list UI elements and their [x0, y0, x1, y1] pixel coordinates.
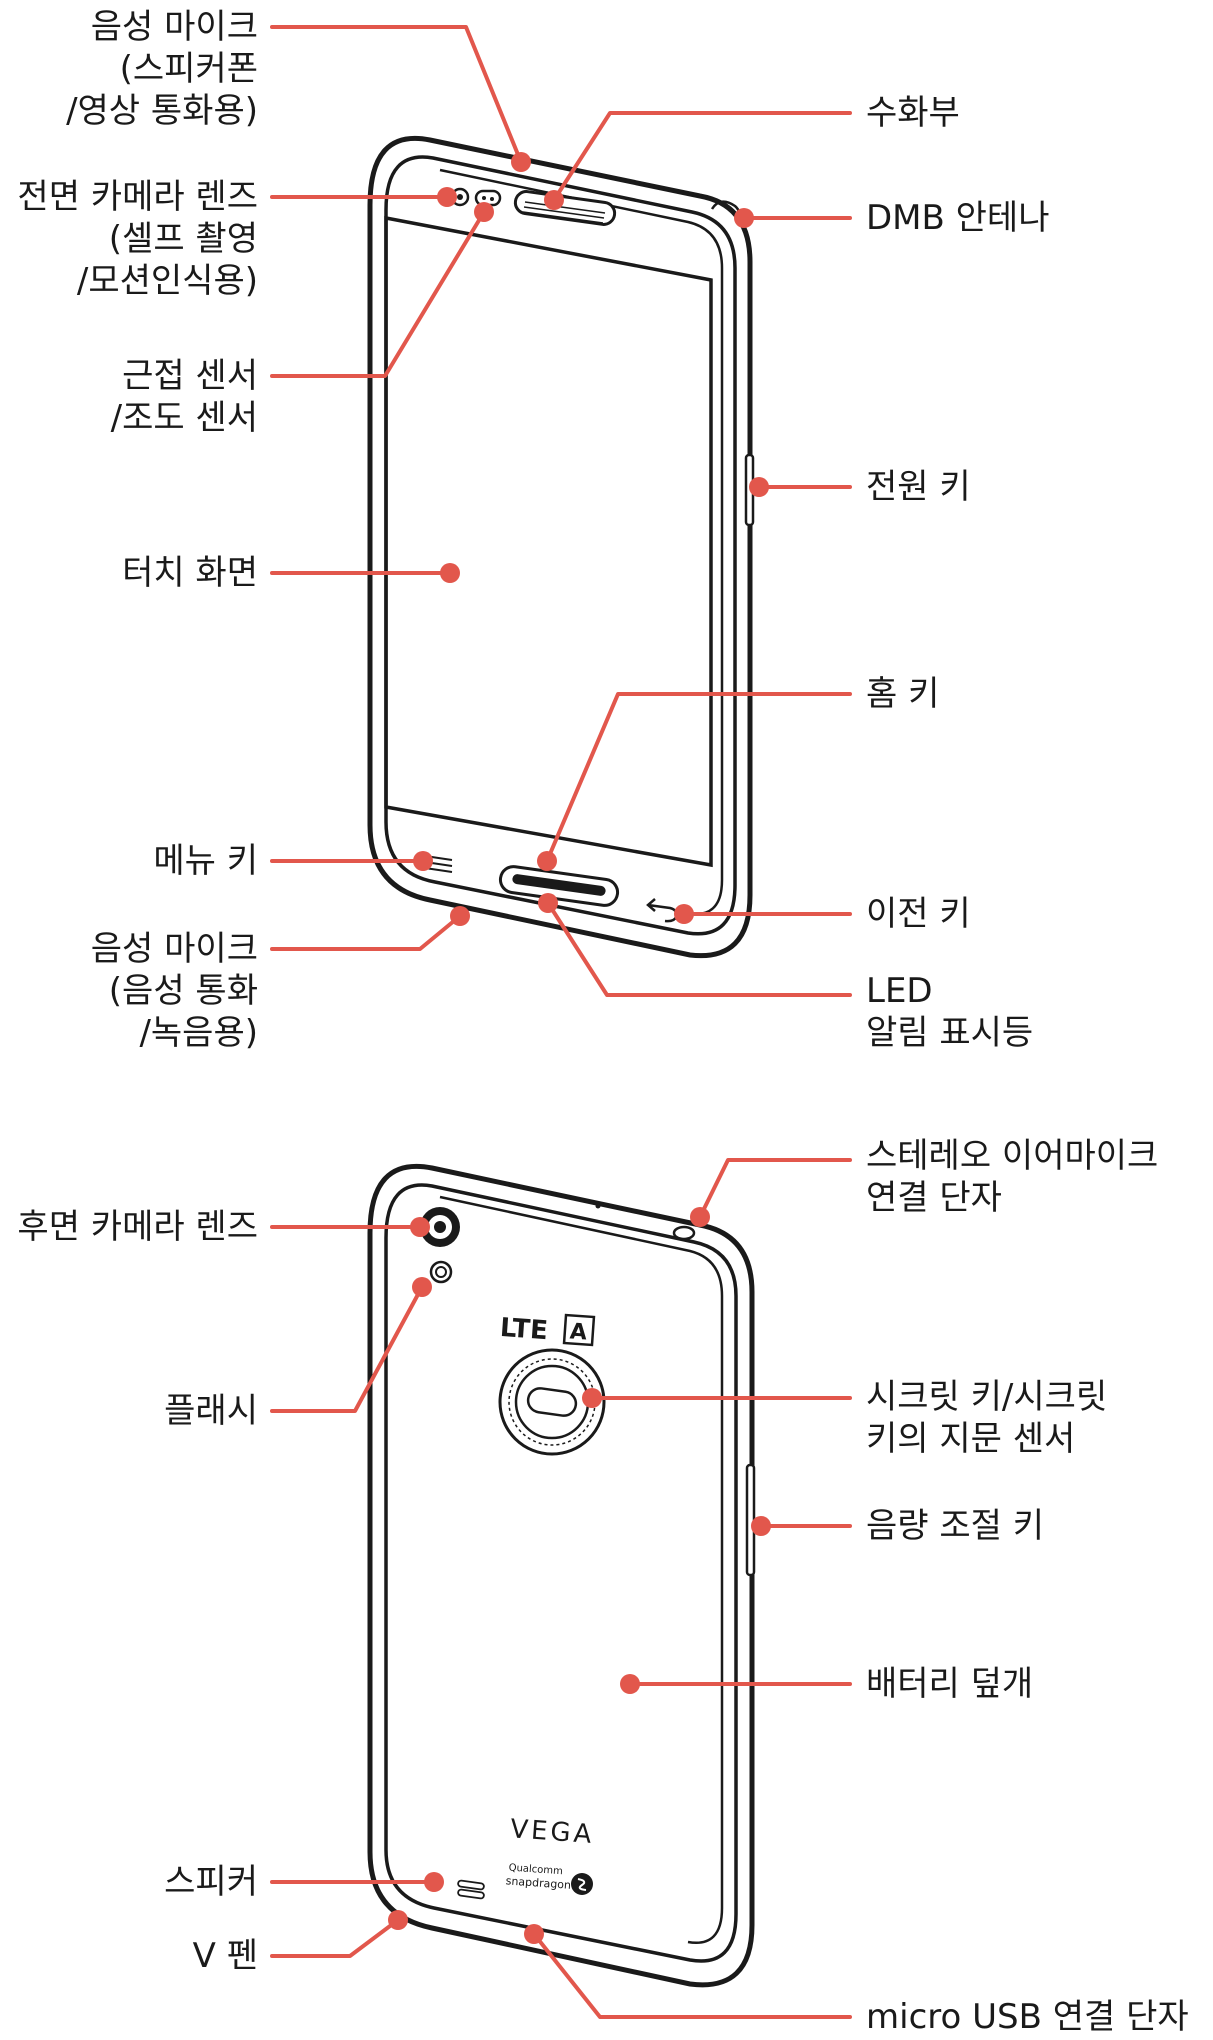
- label-secret-key: 시크릿 키/시크릿 키의 지문 센서: [866, 1377, 1108, 1459]
- label-dmb-antenna: DMB 안테나: [866, 198, 1050, 238]
- volume-key: [745, 1463, 756, 1577]
- earjack-port: [672, 1225, 696, 1241]
- svg-text:snapdragon: snapdragon: [505, 1874, 571, 1892]
- lte-a-logo: LTE A: [499, 1313, 596, 1347]
- label-earjack: 스테레오 이어마이크 연결 단자: [866, 1136, 1159, 1218]
- svg-text:Qualcomm: Qualcomm: [508, 1862, 563, 1877]
- front-phone: [367, 135, 755, 959]
- lte-badge-text: A: [569, 1319, 588, 1345]
- label-menu-key: 메뉴 키: [153, 841, 258, 881]
- home-key: [498, 865, 620, 907]
- label-front-camera: 전면 카메라 렌즈 (셀프 촬영 /모션인식용): [17, 177, 258, 301]
- label-rear-camera: 후면 카메라 렌즈: [17, 1207, 258, 1247]
- label-mic-bottom: 음성 마이크 (음성 통화 /녹음용): [90, 929, 258, 1053]
- label-usb-port: micro USB 연결 단자: [866, 1997, 1189, 2037]
- back-callouts: [270, 1158, 852, 2019]
- label-speaker: 스피커: [164, 1862, 258, 1902]
- vega-logo: VEGA: [509, 1814, 595, 1850]
- label-led-indicator: LED 알림 표시등: [866, 971, 1034, 1053]
- front-callouts: [270, 25, 852, 997]
- fingerprint-sensor: [498, 1348, 606, 1456]
- speaker-grille: [457, 1879, 485, 1900]
- label-flash: 플래시: [164, 1391, 258, 1431]
- label-touch-screen: 터치 화면: [122, 553, 258, 593]
- label-home-key: 홈 키: [866, 674, 940, 714]
- label-proximity-sensor: 근접 센서 /조도 센서: [110, 356, 258, 438]
- snapdragon-logo: Qualcomm snapdragon: [505, 1862, 593, 1895]
- label-v-pen: V 펜: [192, 1936, 258, 1976]
- label-power-key: 전원 키: [866, 467, 971, 507]
- label-back-key: 이전 키: [866, 894, 971, 934]
- label-receiver: 수화부: [866, 93, 960, 133]
- lte-text: LTE: [499, 1313, 549, 1346]
- touch-screen: [384, 215, 713, 868]
- label-volume-key: 음량 조절 키: [866, 1506, 1045, 1546]
- receiver-grille: [513, 190, 617, 226]
- label-mic-top: 음성 마이크 (스피커폰 /영상 통화용): [66, 7, 258, 131]
- back-phone: LTE A VEGA Qualcomm snapdragon: [367, 1163, 756, 1988]
- label-battery-cover: 배터리 덮개: [866, 1664, 1034, 1704]
- rear-camera-lens: [420, 1207, 460, 1247]
- flash-light: [429, 1260, 453, 1284]
